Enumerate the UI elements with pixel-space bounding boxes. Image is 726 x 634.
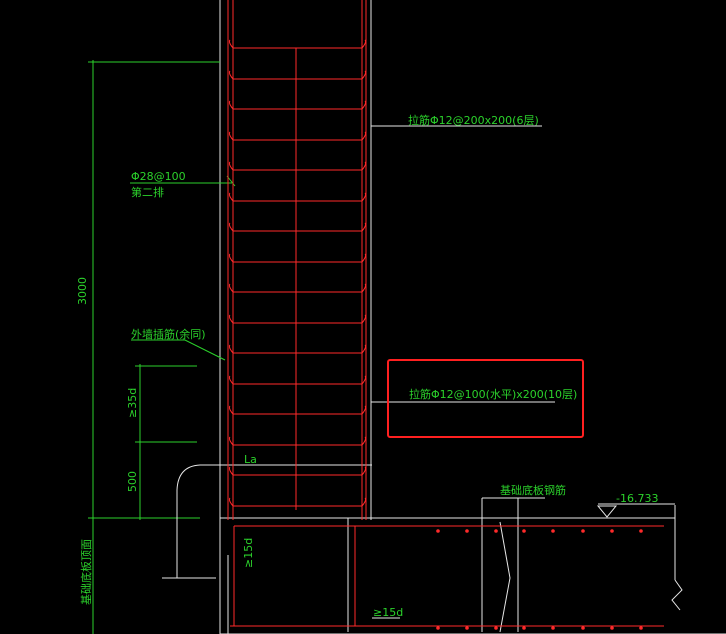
label-anchor-la: La xyxy=(244,453,257,466)
rebar-horizontal-tie xyxy=(228,192,367,202)
label-foundation-edge: 基础底板顶面 xyxy=(79,539,93,605)
elevation-marker xyxy=(596,503,675,518)
label-15d-h: ≥15d xyxy=(373,606,403,619)
label-vertical-bar: Φ28@100 xyxy=(131,170,186,183)
rebar-horizontal-tie xyxy=(228,405,367,415)
rebar-horizontal-tie xyxy=(228,497,367,507)
rebar-group xyxy=(227,0,367,520)
foundation-bar-dot xyxy=(522,626,526,630)
foundation-bar-dot xyxy=(522,529,526,533)
label-vertical-bar-sub: 第二排 xyxy=(131,185,164,199)
highlight-box xyxy=(387,359,584,438)
wall-outline xyxy=(219,0,726,634)
anchor-lines xyxy=(162,464,372,579)
foundation-bar-dot xyxy=(639,529,643,533)
rebar-horizontal-tie xyxy=(228,283,367,293)
dimension-3000: 3000 xyxy=(76,277,89,305)
foundation-bar-dot xyxy=(581,626,585,630)
rebar-horizontal-tie xyxy=(228,222,367,232)
foundation-bar-dot xyxy=(610,626,614,630)
rebar-horizontal-tie xyxy=(228,39,367,49)
rebar-horizontal-tie xyxy=(228,375,367,385)
dimension-lines xyxy=(88,60,236,634)
rebar-horizontal-tie xyxy=(228,161,367,171)
dimension-500: 500 xyxy=(126,471,139,492)
foundation-bar-dot xyxy=(610,529,614,533)
label-foundation-bar: 基础底板钢筋 xyxy=(500,483,566,497)
rebar-horizontal-tie xyxy=(228,70,367,80)
foundation-bar-dot xyxy=(551,529,555,533)
rebar-horizontal-tie xyxy=(228,344,367,354)
foundation-bar-dots xyxy=(436,529,643,630)
rebar-horizontal-tie xyxy=(228,436,367,446)
rebar-horizontal-tie xyxy=(228,466,367,476)
label-tie-bottom: 拉筋Φ12@100(水平)x200(10层) xyxy=(409,387,577,401)
foundation-bar-dot xyxy=(436,626,440,630)
leader-lines xyxy=(371,125,555,403)
foundation-bar-dot xyxy=(494,626,498,630)
rebar-horizontal-tie xyxy=(228,100,367,110)
dimension-35d: ≥35d xyxy=(126,388,139,418)
foundation-bar-dot xyxy=(639,626,643,630)
rebar-horizontal-tie xyxy=(228,131,367,141)
rebar-horizontal-tie xyxy=(228,314,367,324)
foundation-bar-dot xyxy=(551,626,555,630)
foundation-rebar xyxy=(230,525,664,627)
foundation-bar-dot xyxy=(465,626,469,630)
foundation-bar-dot xyxy=(465,529,469,533)
label-15d-v: ≥15d xyxy=(242,538,255,568)
label-outer-wall-bar: 外墙插筋(余同) xyxy=(131,327,206,341)
foundation-bar-dot xyxy=(494,529,498,533)
foundation-bar-dot xyxy=(436,529,440,533)
label-elevation: -16.733 xyxy=(616,492,658,505)
foundation-bar-dot xyxy=(581,529,585,533)
rebar-horizontal-tie xyxy=(228,253,367,263)
label-tie-top: 拉筋Φ12@200x200(6层) xyxy=(408,113,539,127)
